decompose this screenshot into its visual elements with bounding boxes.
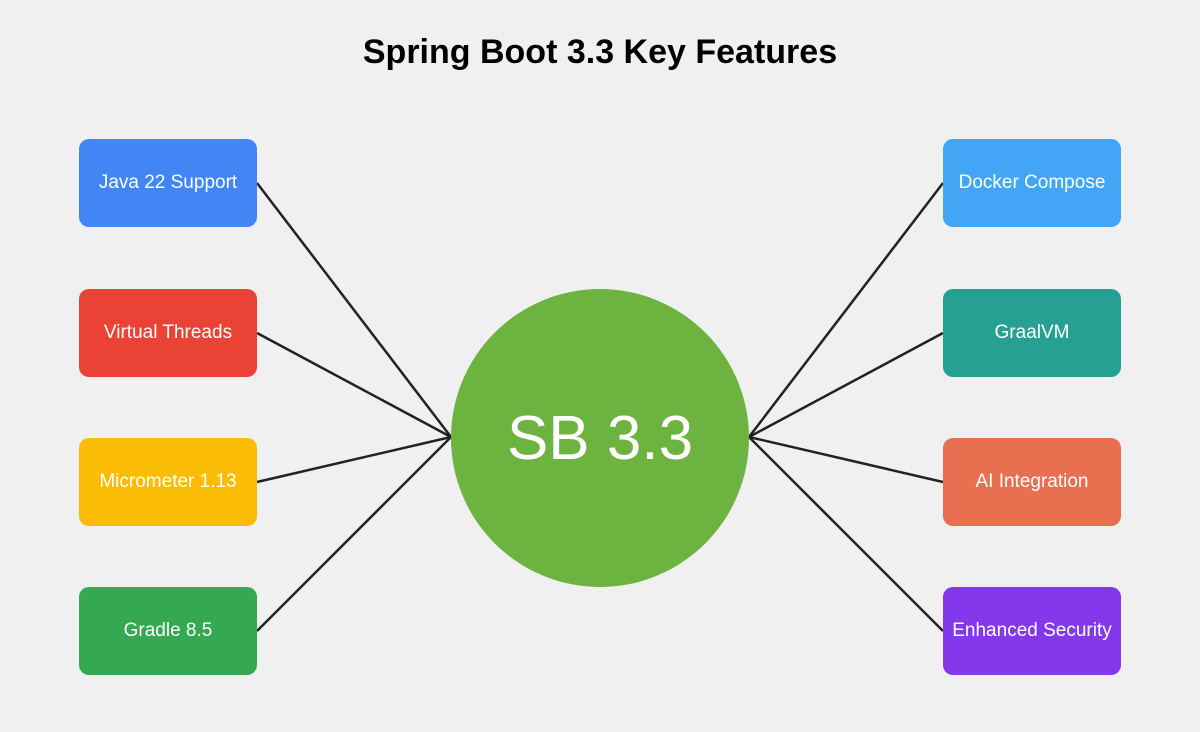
connector-right-2 [748,331,944,439]
connector-right-1 [748,182,944,438]
feature-label: GraalVM [994,322,1070,343]
feature-graalvm: GraalVM [943,289,1121,377]
connector-left-4 [256,436,452,632]
feature-docker-compose: Docker Compose [943,139,1121,227]
connector-left-1 [256,182,452,438]
connector-right-4 [748,436,944,632]
hub-label: SB 3.3 [506,403,694,473]
feature-label: Micrometer 1.13 [99,471,237,492]
feature-enhanced-security: Enhanced Security [943,587,1121,675]
feature-ai-integration: AI Integration [943,438,1121,526]
feature-label: AI Integration [975,471,1089,492]
connector-left-2 [256,331,452,439]
connector-left-3 [256,435,452,484]
feature-label: Virtual Threads [103,322,233,343]
feature-label: Java 22 Support [98,172,238,193]
connector-right-3 [748,435,944,484]
feature-label: Docker Compose [958,172,1106,193]
feature-micrometer: Micrometer 1.13 [79,438,257,526]
diagram-title: Spring Boot 3.3 Key Features [362,33,838,71]
feature-label: Enhanced Security [952,620,1112,641]
feature-label: Gradle 8.5 [123,620,213,641]
central-hub-circle: SB 3.3 [451,289,749,587]
feature-gradle: Gradle 8.5 [79,587,257,675]
feature-java-22-support: Java 22 Support [79,139,257,227]
feature-virtual-threads: Virtual Threads [79,289,257,377]
